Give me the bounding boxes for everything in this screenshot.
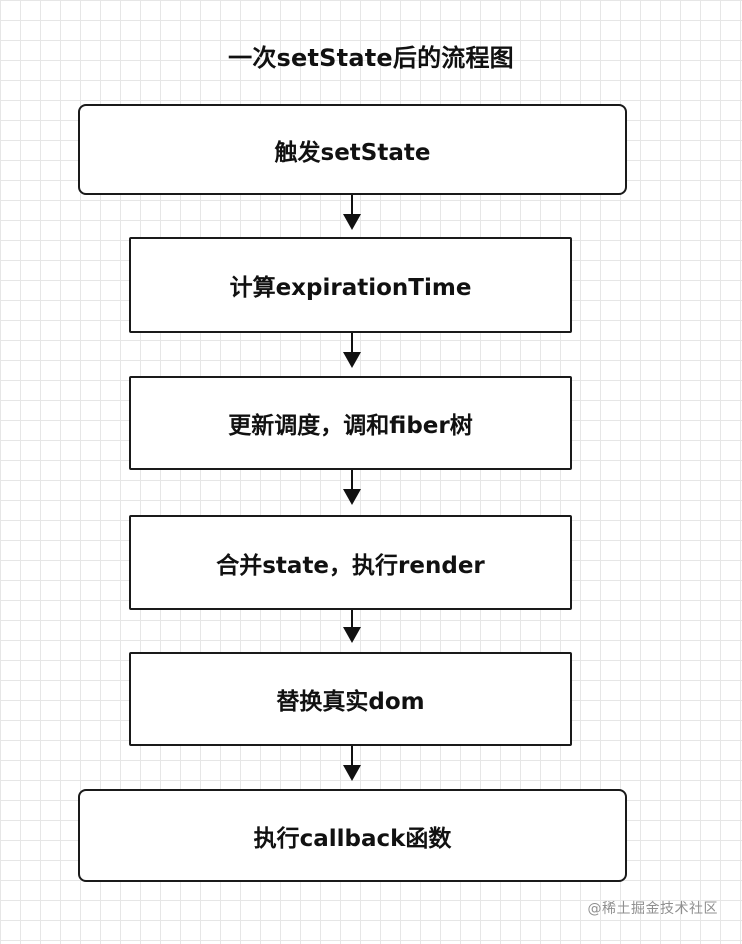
- step-merge-state-render: 合并state，执行render: [129, 515, 572, 610]
- arrow-down-icon: [343, 627, 361, 643]
- step-label: 更新调度，调和fiber树: [228, 413, 473, 439]
- step-update-schedule-reconcile: 更新调度，调和fiber树: [129, 376, 572, 470]
- connector-line: [351, 610, 353, 630]
- connector-line: [351, 333, 353, 355]
- arrow-down-icon: [343, 214, 361, 230]
- connector-line: [351, 470, 353, 492]
- step-label: 合并state，执行render: [216, 552, 485, 579]
- step-label: 触发setState: [274, 139, 431, 166]
- connector-line: [351, 195, 353, 217]
- arrow-down-icon: [343, 352, 361, 368]
- step-label: 计算expirationTime: [229, 275, 472, 301]
- step-execute-callback: 执行callback函数: [78, 789, 627, 882]
- arrow-down-icon: [343, 489, 361, 505]
- step-label: 替换真实dom: [276, 689, 425, 715]
- arrow-down-icon: [343, 765, 361, 781]
- step-replace-real-dom: 替换真实dom: [129, 652, 572, 746]
- diagram-title: 一次setState后的流程图: [228, 44, 514, 72]
- watermark: @稀土掘金技术社区: [587, 901, 718, 917]
- step-compute-expiration-time: 计算expirationTime: [129, 237, 572, 333]
- step-trigger-setstate: 触发setState: [78, 104, 627, 195]
- step-label: 执行callback函数: [253, 825, 452, 852]
- connector-line: [351, 746, 353, 768]
